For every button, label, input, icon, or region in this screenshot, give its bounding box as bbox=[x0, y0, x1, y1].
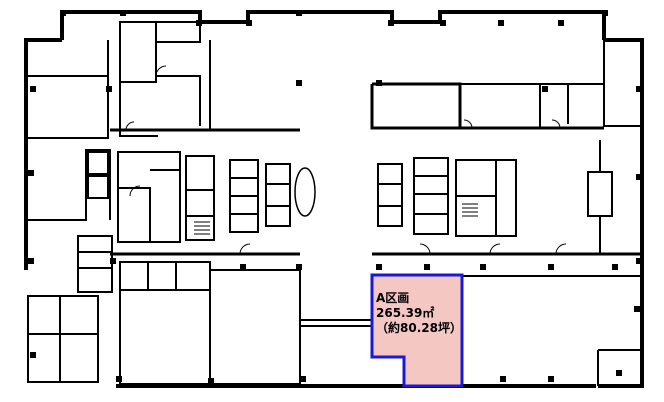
stair-hatching bbox=[194, 203, 478, 235]
atrium-oval bbox=[294, 167, 316, 217]
area-size: 265.39㎡ bbox=[376, 306, 435, 320]
tenant-area-label: A区画 265.39㎡ （約80.28坪） bbox=[376, 291, 462, 336]
area-name: A区画 bbox=[376, 291, 410, 305]
inner-walls bbox=[25, 21, 642, 386]
tenant-area-a[interactable] bbox=[370, 273, 464, 388]
area-tsubo: （約80.28坪） bbox=[376, 321, 462, 335]
door-swings bbox=[125, 65, 567, 255]
outer-walls bbox=[24, 10, 644, 388]
columns bbox=[28, 10, 642, 384]
